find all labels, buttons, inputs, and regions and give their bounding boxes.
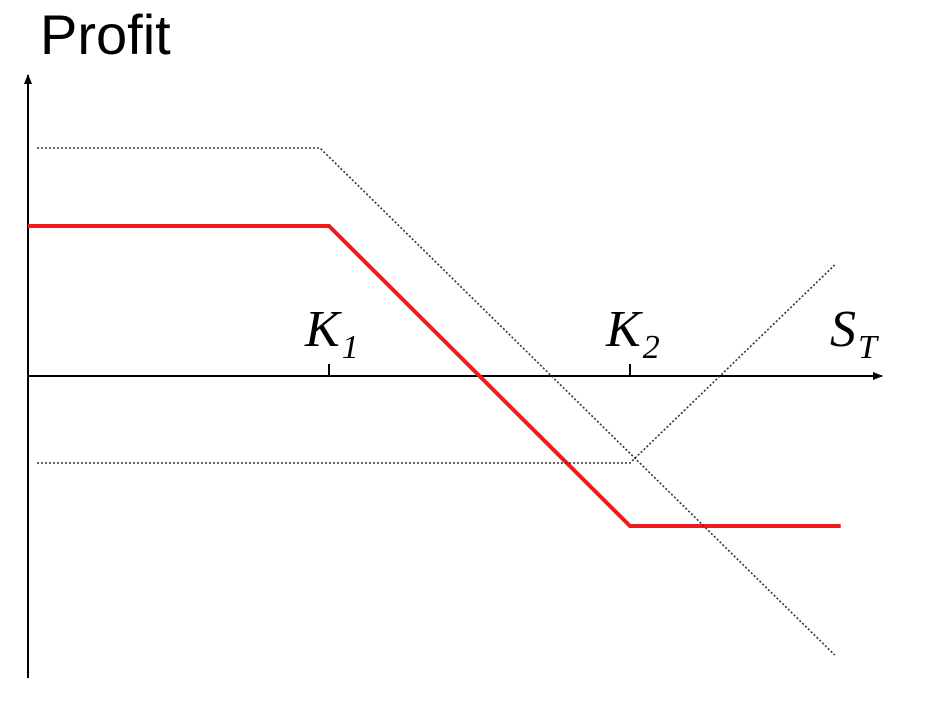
x-tick-label: K1 xyxy=(304,301,359,366)
x-axis-label: ST xyxy=(830,301,879,366)
x-axis-label-subscript: T xyxy=(858,329,879,366)
x-axis-ticks: K1 K2 xyxy=(304,301,660,376)
payoff-series xyxy=(28,147,841,656)
x-axis-label-main: S xyxy=(830,301,856,358)
y-axis-label: Profit xyxy=(40,3,171,66)
net-payoff-line xyxy=(28,224,841,528)
long-put-payoff-line xyxy=(37,147,836,656)
x-tick-label: K2 xyxy=(605,301,660,366)
short-call-payoff-line xyxy=(37,264,836,464)
